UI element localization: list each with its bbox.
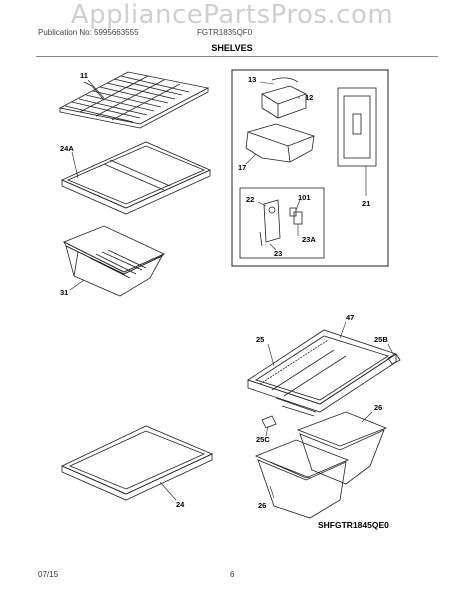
footer-date: 07/15 bbox=[38, 570, 59, 579]
glass-shelf-part bbox=[61, 425, 213, 501]
callout-47: 47 bbox=[346, 313, 354, 322]
header-rule bbox=[36, 56, 438, 57]
control-assembly-box bbox=[231, 69, 389, 267]
callout-25b: 25B bbox=[374, 335, 388, 344]
callout-24a: 24A bbox=[60, 144, 74, 153]
callout-23a: 23A bbox=[302, 235, 316, 244]
callout-22: 22 bbox=[246, 195, 254, 204]
callout-12: 12 bbox=[305, 93, 313, 102]
callout-31: 31 bbox=[60, 288, 68, 297]
publication-number: Publication No: 5995663555 bbox=[38, 28, 139, 37]
thermostat-part bbox=[259, 199, 303, 247]
light-cover-part bbox=[337, 87, 377, 167]
callout-11: 11 bbox=[80, 71, 88, 80]
page-title: SHELVES bbox=[211, 43, 253, 53]
shelf-clip-part bbox=[261, 415, 277, 429]
split-glass-shelf-part bbox=[61, 141, 211, 215]
diagram-code: SHFGTR1845QE0 bbox=[318, 520, 389, 530]
callout-23: 23 bbox=[274, 249, 282, 258]
page-number: 6 bbox=[230, 570, 235, 579]
callout-26-upper: 26 bbox=[374, 403, 382, 412]
model-number: FGTR1835QF0 bbox=[197, 28, 253, 37]
callout-21: 21 bbox=[362, 199, 370, 208]
callout-26-lower: 26 bbox=[258, 501, 266, 510]
callout-17: 17 bbox=[238, 163, 246, 172]
control-housing-part bbox=[245, 77, 316, 163]
thermostat-inset-box bbox=[239, 187, 325, 259]
wire-shelf-part bbox=[58, 71, 210, 129]
crisper-pans-part bbox=[254, 411, 388, 519]
leader-lines bbox=[69, 79, 395, 501]
framed-glass-shelf-part bbox=[247, 329, 401, 417]
callout-13: 13 bbox=[248, 75, 256, 84]
crisper-pan-part bbox=[63, 225, 165, 297]
callout-25: 25 bbox=[256, 335, 264, 344]
callout-25c: 25C bbox=[256, 435, 270, 444]
watermark: AppliancePartsPros.com bbox=[70, 0, 394, 30]
callout-24: 24 bbox=[176, 500, 185, 509]
callout-101: 101 bbox=[298, 193, 311, 202]
